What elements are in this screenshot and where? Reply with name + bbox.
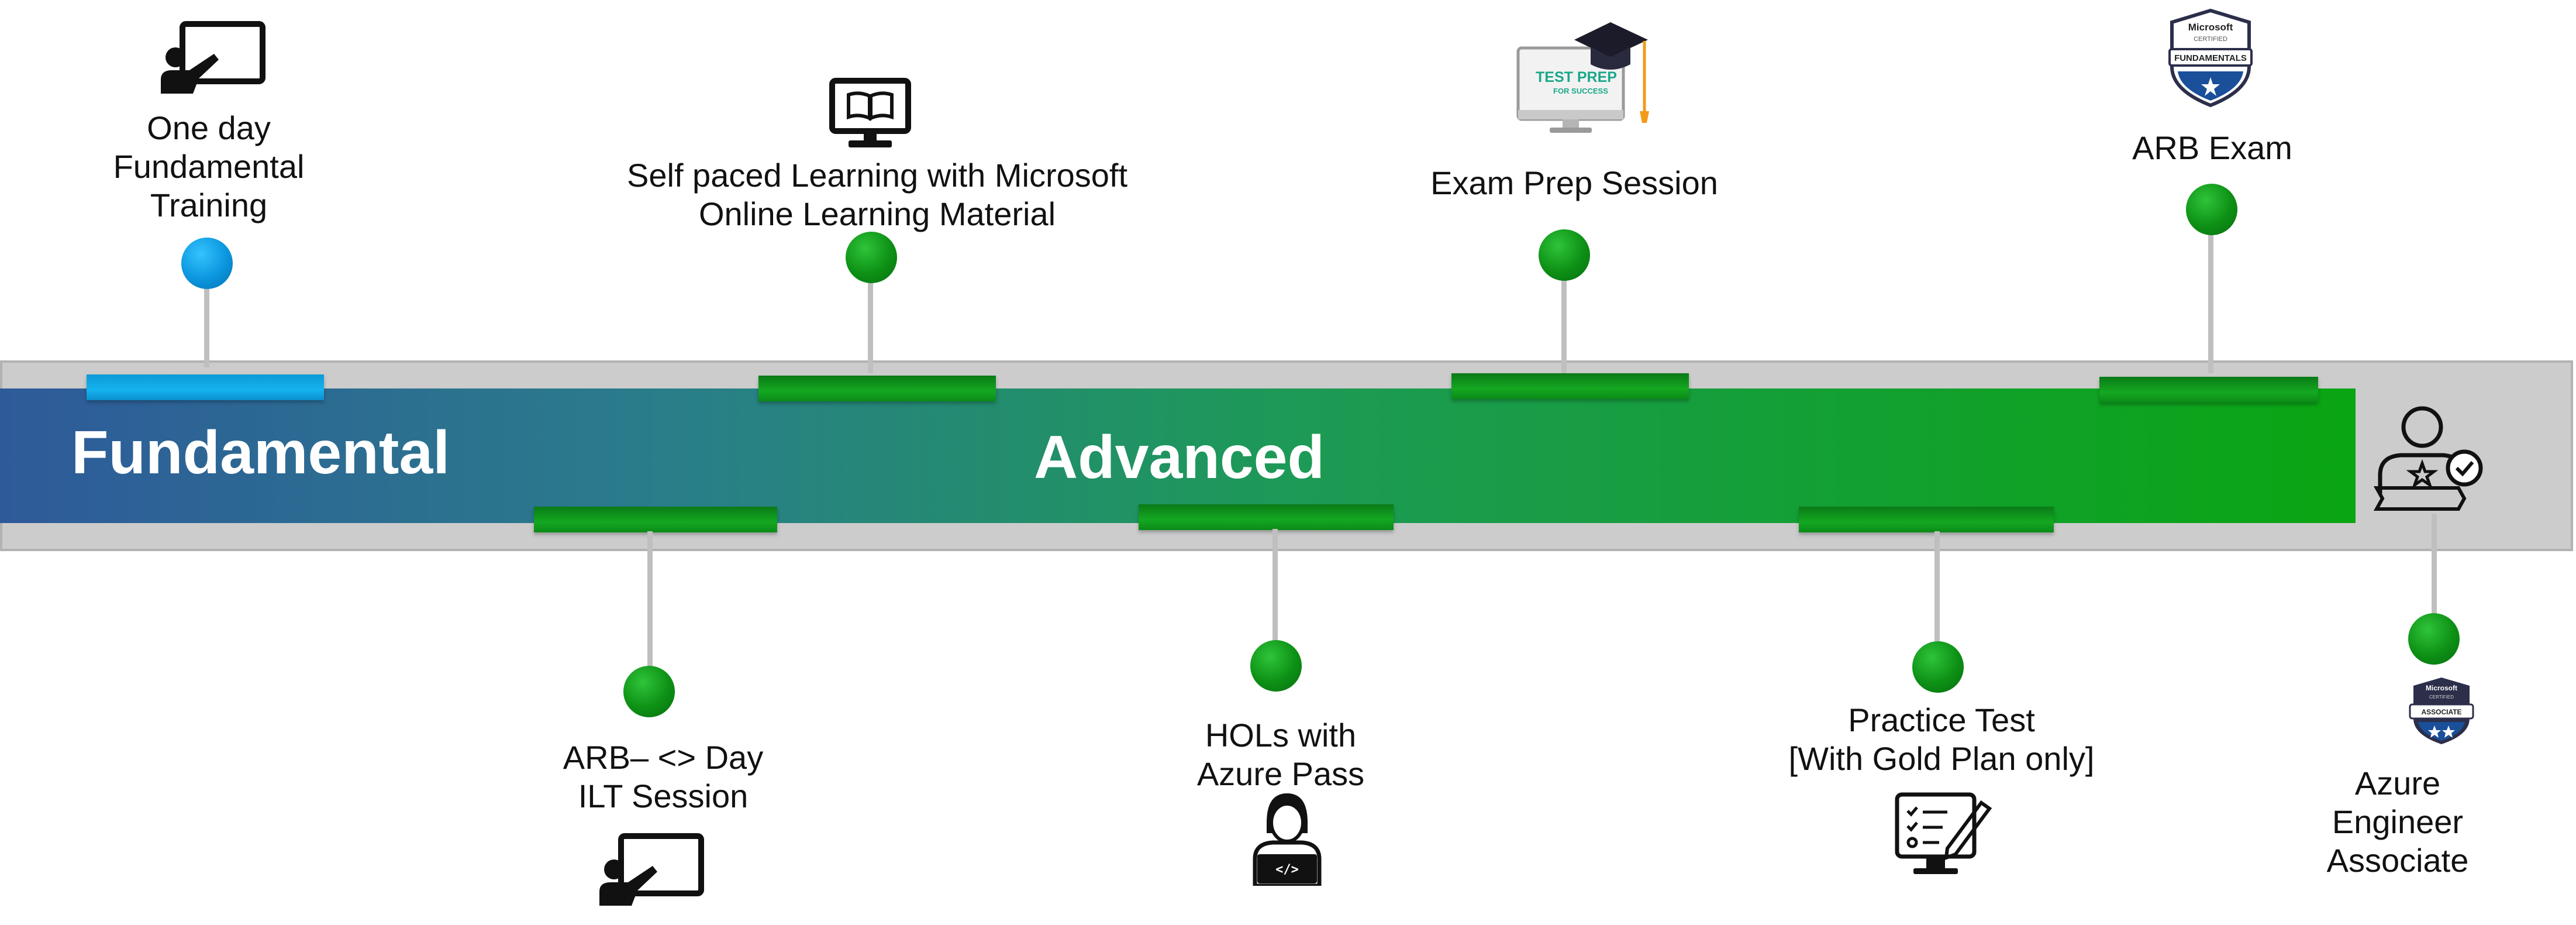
milestone-stem [1934,531,1940,672]
milestone-stem [868,275,873,373]
phase-label-advanced: Advanced [1034,424,1325,491]
milestone-bar [758,376,996,401]
milestone-label-self-paced: Self paced Learning with Microsoft Onlin… [627,157,1127,232]
milestone-label-azure-engineer: Azure Engineer Associate [2326,765,2469,879]
milestone-label-hols: HOLs with Azure Pass [1196,717,1365,792]
badge-level-text: ASSOCIATE [2421,708,2461,716]
milestone-dot [2408,613,2460,665]
badge-brand-text: Microsoft [2426,684,2457,692]
certified-associate-badge-icon: Microsoft CERTIFIED ASSOCIATE [2406,675,2477,747]
badge-brand-text: Microsoft [2188,22,2233,33]
milestone-dot [1912,641,1964,693]
milestone-stem [204,281,209,367]
milestone-bar [534,507,777,532]
milestone-dot [623,666,675,717]
milestone-label-exam-prep: Exam Prep Session [1430,164,1718,201]
test-prep-text: TEST PREP [1536,69,1617,85]
milestone-bar [1451,373,1689,399]
certified-fundamentals-badge-icon: Microsoft CERTIFIED FUNDAMENTALS [2164,8,2257,108]
certified-person-icon [2371,400,2485,515]
checklist-monitor-icon [1894,788,1992,883]
presenter-board-icon [158,21,266,94]
milestone-stem [1561,273,1567,373]
milestone-dot [2186,184,2237,235]
milestone-stem [647,531,653,690]
milestone-dot [846,232,897,283]
milestone-stem [2432,514,2437,631]
phase-label-fundamental: Fundamental [71,419,450,487]
badge-level-text: FUNDAMENTALS [2174,53,2247,63]
milestone-bar [1139,504,1394,530]
monitor-book-icon [829,77,912,150]
svg-text:</>: </> [1275,862,1299,877]
milestone-stem [2208,227,2213,373]
developer-laptop-icon: </> [1249,790,1325,888]
milestone-stem [1273,529,1278,663]
milestone-dot [1539,229,1590,281]
milestone-label-practice-test: Practice Test [With Gold Plan only] [1788,702,2095,777]
milestone-bar [1799,507,2054,532]
milestone-bar [2099,377,2318,403]
badge-cert-text: CERTIFIED [2429,694,2454,700]
milestone-dot [1250,640,1302,692]
presenter-board-icon [596,833,705,906]
milestone-bar [87,374,324,400]
test-prep-subtext: FOR SUCCESS [1553,87,1608,95]
milestone-dot [181,238,233,289]
badge-cert-text: CERTIFIED [2194,36,2227,43]
milestone-label-arb-ilt: ARB– <> Day ILT Session [563,739,764,814]
timeline-band [0,388,2356,523]
milestone-label-arb-exam: ARB Exam [2132,129,2292,166]
milestone-label-one-day-training: One day Fundamental Training [113,109,305,223]
test-prep-monitor-icon: TEST PREP FOR SUCCESS [1516,18,1650,137]
